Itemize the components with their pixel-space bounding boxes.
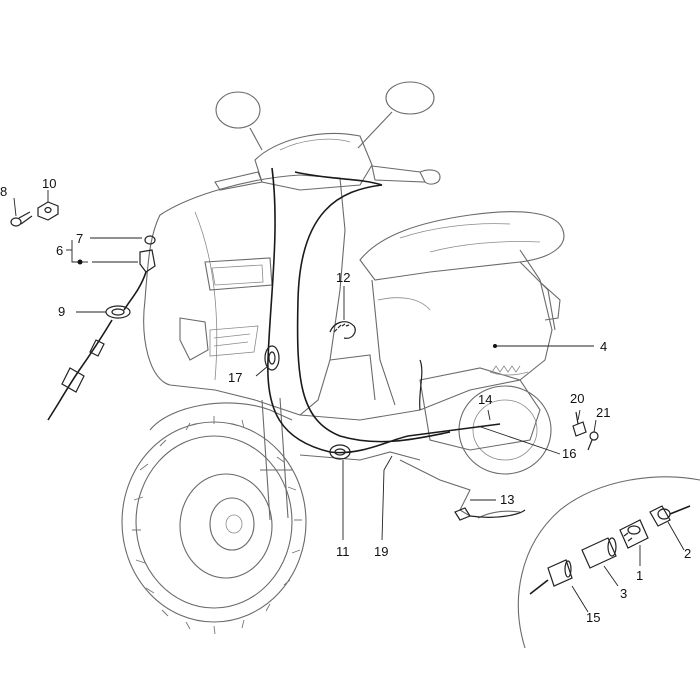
callout-4: 4 [600,339,607,354]
callout-16: 17 [228,370,242,385]
leader-lines [13,190,685,613]
clip-nut-icon [37,201,59,221]
callout-11: 11 [336,544,350,559]
front-wheel [121,416,307,635]
pointer-dot-icon [493,344,497,348]
sleeve-3-icon [581,537,617,569]
detail-inset [517,476,700,649]
callout-8: 8 [0,184,7,199]
throttle-cable [296,184,451,443]
callout-1: 1 [636,568,643,583]
speedometer-cable-icon [47,319,113,421]
callout-20: 20 [570,391,584,406]
ferrule-1-icon [619,519,649,549]
callout-15: 15 [586,610,600,625]
scooter-outline [121,81,565,635]
callout-10: 10 [42,176,56,191]
callout-labels: 8 10 7 6 9 12 17 11 19 4 14 20 21 16 13 … [0,176,691,625]
grommet-icon [105,305,131,319]
bracket-dot-icon [77,259,83,265]
callout-21: 21 [596,405,610,420]
callout-14: 14 [478,392,492,407]
cable-runs [267,167,501,454]
cable-end-fitting [123,249,156,311]
callout-2: 2 [684,546,691,561]
grommet-16-icon [264,345,280,371]
callout-19: 16 [562,446,576,461]
callout-6: 6 [56,243,63,258]
grommet-11-icon [329,444,351,460]
callout-12: 12 [336,270,350,285]
fitting-2-icon [649,505,691,527]
cable-end-15-icon [529,559,573,595]
screw-21-icon [587,431,599,451]
clamp-12-icon [329,321,356,339]
body-grommets [264,321,356,460]
spring-ring-icon [144,235,156,245]
screw-icon [10,211,33,227]
callout-17: 19 [374,544,388,559]
rear-brake-cable [454,507,526,521]
clip-20-icon [572,411,587,437]
callout-7: 7 [76,231,83,246]
callout-3: 3 [620,586,627,601]
callout-13: 13 [500,492,514,507]
speedometer-cable-front [267,167,409,454]
callout-9: 9 [58,304,65,319]
